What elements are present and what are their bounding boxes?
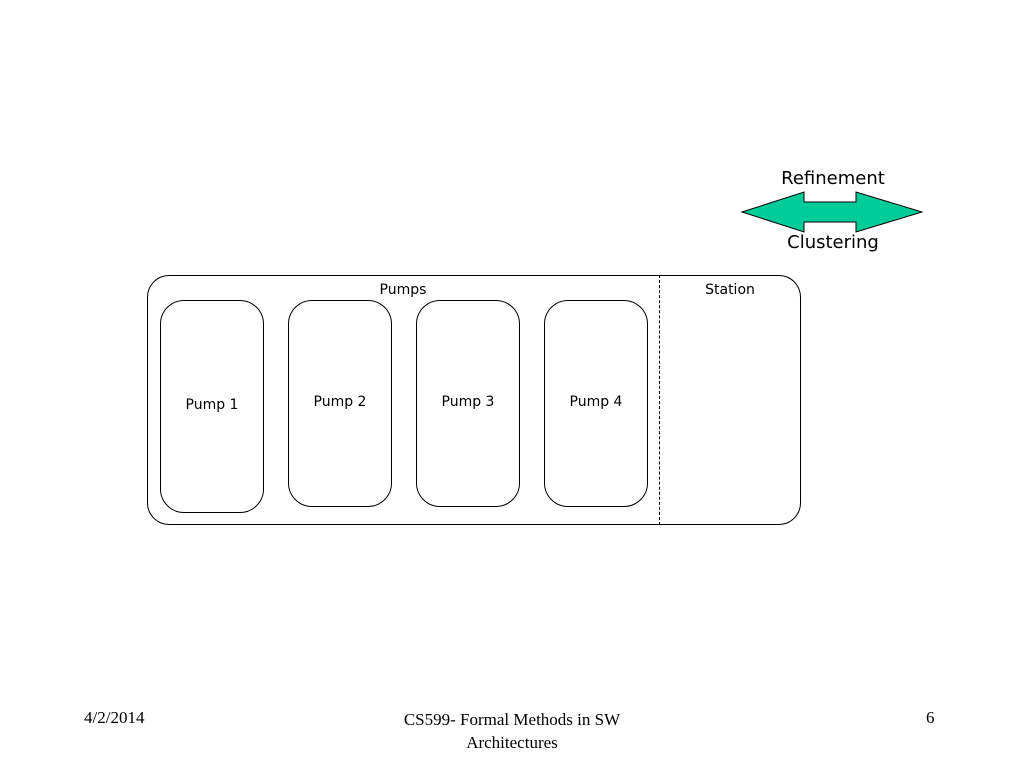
pump-2-box: Pump 2 bbox=[288, 300, 392, 507]
footer-page-number: 6 bbox=[926, 708, 935, 727]
pump-1-box: Pump 1 bbox=[160, 300, 264, 513]
pump-4-label: Pump 4 bbox=[569, 394, 623, 410]
station-label: Station bbox=[705, 282, 755, 298]
pump-3-label: Pump 3 bbox=[441, 394, 495, 410]
footer-date: 4/2/2014 bbox=[84, 708, 145, 727]
footer-title-line-2: Architectures bbox=[466, 733, 558, 752]
pump-2-label: Pump 2 bbox=[313, 394, 367, 410]
refinement-label: Refinement bbox=[781, 168, 885, 189]
footer-title-line-1: CS599- Formal Methods in SW bbox=[403, 710, 621, 729]
pump-3-box: Pump 3 bbox=[416, 300, 520, 507]
pump-4-box: Pump 4 bbox=[544, 300, 648, 507]
refinement-clustering-arrow: Refinement Clustering bbox=[738, 168, 928, 260]
pumps-cluster-box bbox=[147, 275, 660, 525]
pumps-label: Pumps bbox=[379, 282, 427, 298]
pump-1-label: Pump 1 bbox=[185, 397, 239, 413]
dashed-divider bbox=[659, 275, 660, 525]
double-arrow-icon bbox=[740, 191, 924, 233]
footer-title: CS599- Formal Methods in SW Architecture… bbox=[362, 708, 662, 754]
clustering-label: Clustering bbox=[787, 232, 879, 253]
station-box bbox=[659, 275, 801, 525]
